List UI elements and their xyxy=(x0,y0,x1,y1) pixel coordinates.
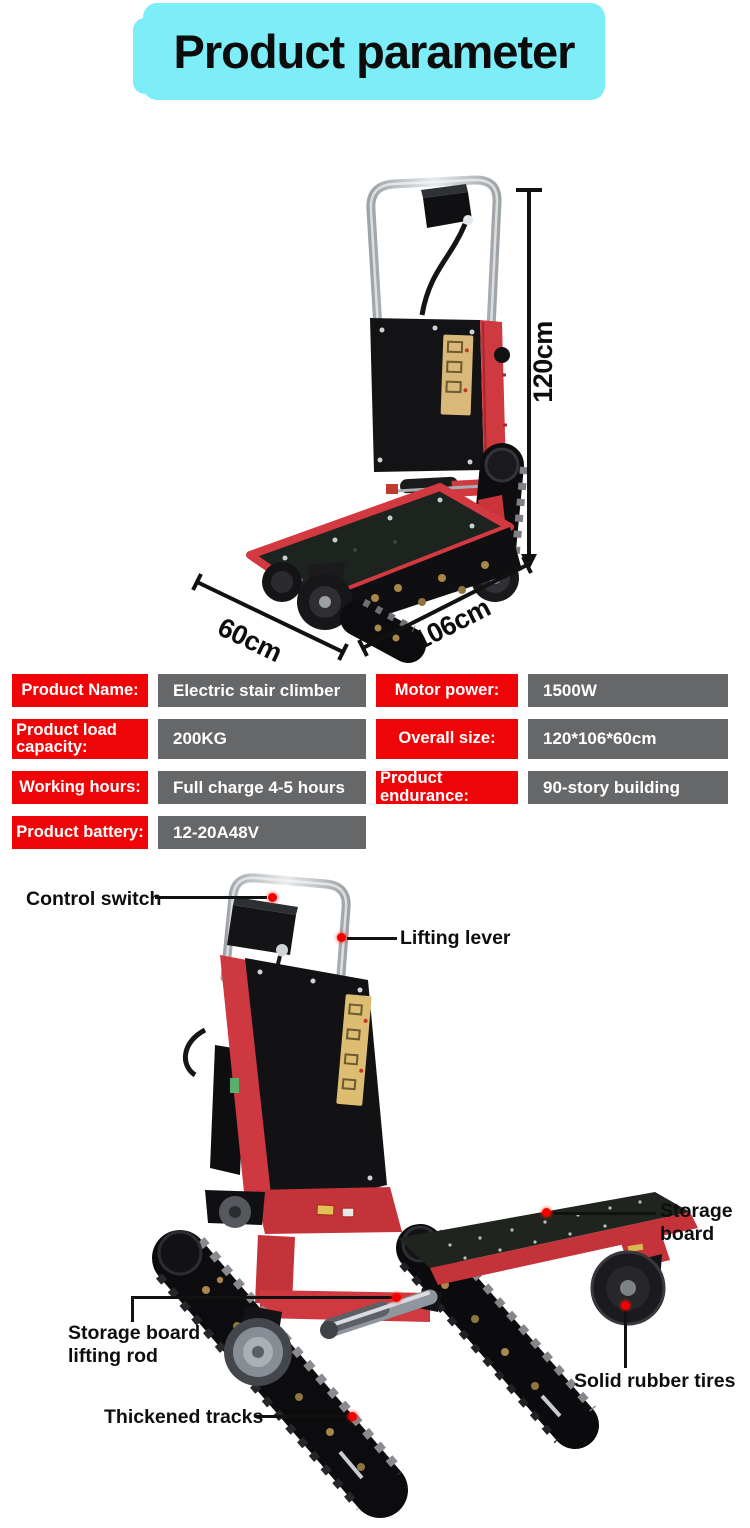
callout-label-thickened-tracks: Thickened tracks xyxy=(104,1406,264,1428)
left-caster xyxy=(205,1190,265,1228)
callout-label-storage-board: Storage board xyxy=(660,1200,733,1245)
stair-climber-climbing-illustration xyxy=(152,873,698,1518)
spec-value-working-hours: Full charge 4-5 hours xyxy=(158,771,366,804)
spec-value-battery: 12-20A48V xyxy=(158,816,366,849)
spec-value-overall-size: 120*106*60cm xyxy=(528,719,728,759)
red-frame-strip xyxy=(220,955,275,1217)
product-photo-with-dimensions: 120cm 60cm 106cm xyxy=(150,150,610,670)
mid-caster xyxy=(224,1305,292,1386)
title-banner: Product parameter xyxy=(133,3,605,100)
stair-climber-front-illustration: 120cm 60cm 106cm xyxy=(191,175,558,668)
callout-elbow-storage-board-lifting-rod xyxy=(131,1296,134,1322)
callout-line-lifting-lever xyxy=(347,937,397,940)
callout-dot-control-switch xyxy=(268,893,277,902)
callout-line-control-switch xyxy=(155,896,267,899)
spec-value-load-capacity: 200KG xyxy=(158,719,366,759)
spec-label-endurance: Product endurance: xyxy=(376,770,518,804)
instruction-sticker xyxy=(440,334,474,416)
dim-height-label: 120cm xyxy=(528,321,558,403)
callout-line-thickened-tracks xyxy=(255,1415,349,1418)
callout-dot-storage-board xyxy=(542,1208,551,1217)
spec-label-battery: Product battery: xyxy=(12,816,148,849)
instruction-sticker xyxy=(336,994,372,1106)
spec-table: Product Name: Electric stair climber Mot… xyxy=(12,674,728,849)
product-photo-with-callouts: Control switch Lifting lever Storage boa… xyxy=(0,860,750,1528)
control-cable xyxy=(419,223,468,316)
right-caster xyxy=(590,1230,670,1326)
control-box xyxy=(421,184,473,228)
spec-value-motor-power: 1500W xyxy=(528,674,728,707)
page-title: Product parameter xyxy=(143,3,605,100)
side-cable xyxy=(182,1027,207,1078)
callout-dot-storage-board-lifting-rod xyxy=(392,1293,401,1302)
callout-line-storage-board xyxy=(553,1212,656,1215)
red-frame-column xyxy=(480,320,510,472)
callout-line-storage-board-lifting-rod xyxy=(131,1296,392,1299)
handle-loop xyxy=(220,873,351,993)
callout-label-control-switch: Control switch xyxy=(26,888,162,910)
spec-label-overall-size: Overall size: xyxy=(376,719,518,759)
callout-dot-solid-rubber-tires xyxy=(621,1301,630,1310)
spec-label-motor-power: Motor power: xyxy=(376,674,518,707)
front-wheels xyxy=(262,562,426,663)
callout-label-lifting-lever: Lifting lever xyxy=(400,927,511,949)
callout-dot-thickened-tracks xyxy=(348,1412,357,1421)
handle-loop xyxy=(366,175,502,333)
callout-line-solid-rubber-tires xyxy=(624,1310,627,1368)
lower-red-beam xyxy=(255,1187,402,1234)
spec-value-product-name: Electric stair climber xyxy=(158,674,366,707)
lifting-rod xyxy=(320,1288,442,1339)
dimension-lines xyxy=(191,188,542,661)
callout-label-solid-rubber-tires: Solid rubber tires xyxy=(574,1370,736,1392)
spec-label-load-capacity: Product load capacity: xyxy=(12,719,148,759)
spec-label-product-name: Product Name: xyxy=(12,674,148,707)
side-knob xyxy=(494,347,510,363)
callout-dot-lifting-lever xyxy=(337,933,346,942)
callout-label-storage-board-lifting-rod: Storage board lifting rod xyxy=(68,1322,201,1367)
spec-value-endurance: 90-story building xyxy=(528,771,728,804)
storage-board-deck xyxy=(398,1192,698,1285)
spec-label-working-hours: Working hours: xyxy=(12,771,148,804)
